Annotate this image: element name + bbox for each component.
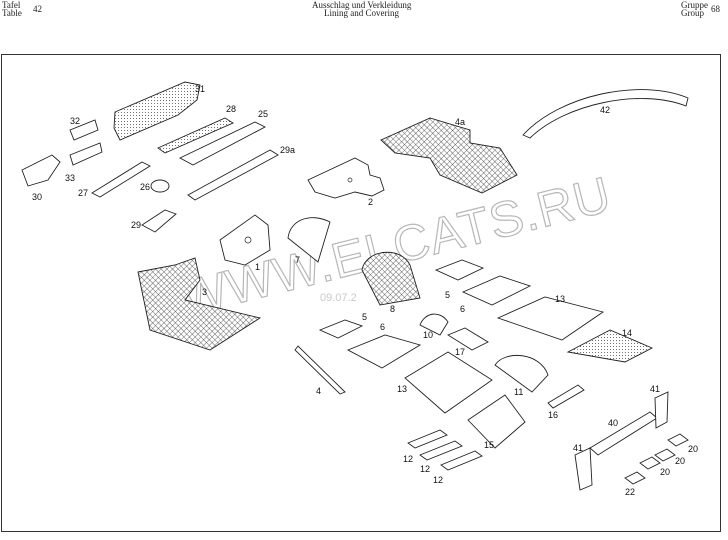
part-20-pad-a (667, 433, 689, 447)
part-13-mat-lower (404, 351, 493, 414)
part-15-mat (467, 394, 526, 449)
part-4a-floor-mat (380, 117, 518, 194)
callout-4a: 4a (455, 117, 465, 127)
part-25-strip (179, 121, 266, 166)
callout-1: 1 (255, 262, 260, 272)
callout-33: 33 (65, 173, 75, 183)
part-14-mat (566, 329, 654, 363)
part-4-strip (294, 345, 346, 395)
part-26-clip (150, 179, 170, 193)
callout-20-b: 20 (675, 456, 685, 466)
callout-30: 30 (32, 192, 42, 202)
callout-16: 16 (548, 410, 558, 420)
callout-28: 28 (226, 104, 236, 114)
part-31-panel (113, 81, 201, 141)
callout-32: 32 (70, 116, 80, 126)
callout-5-lower: 5 (362, 312, 367, 322)
part-3-floor-mat (137, 257, 262, 351)
title-german: Ausschlag und Verkleidung (312, 0, 412, 10)
part-12-pad-b (419, 440, 463, 461)
callout-8: 8 (390, 304, 395, 314)
callout-42: 42 (600, 105, 610, 115)
callout-41-left: 41 (573, 443, 583, 453)
part-2-panel (307, 157, 385, 199)
diagram-frame (1, 54, 721, 532)
part-11-cover (494, 354, 549, 393)
group-label-en: Group (681, 8, 704, 18)
part-10-cover (419, 313, 449, 336)
callout-6-lower: 6 (380, 322, 385, 332)
callout-26: 26 (140, 182, 150, 192)
table-label-en: Table (2, 8, 22, 18)
callout-41-right: 41 (650, 384, 660, 394)
part-6-mat-upper (461, 275, 532, 306)
part-20-pad-b (654, 448, 676, 462)
part-28-strip (157, 117, 234, 154)
callout-25: 25 (258, 109, 268, 119)
callout-20-a: 20 (688, 444, 698, 454)
callout-3: 3 (202, 287, 207, 297)
table-number: 42 (33, 4, 42, 14)
callout-7: 7 (295, 255, 300, 265)
title-english: Lining and Covering (324, 8, 399, 18)
callout-10: 10 (423, 330, 433, 340)
part-13-mat-upper (496, 296, 605, 341)
part-27-strip (91, 161, 151, 198)
callout-15: 15 (484, 440, 494, 450)
callout-12-c: 12 (433, 475, 443, 485)
part-33-trim (69, 142, 103, 166)
callout-5-upper: 5 (445, 290, 450, 300)
callout-4: 4 (316, 386, 321, 396)
part-42-roof-bow (522, 89, 689, 139)
watermark-date: 09.07.2 (320, 292, 357, 304)
part-5-mat-lower (318, 319, 364, 339)
part-5-mat-upper (434, 259, 485, 281)
part-41-bracket-left (574, 447, 593, 491)
callout-2: 2 (368, 197, 373, 207)
table-label-de: Tafel (2, 0, 21, 10)
part-12-pad-c (440, 450, 483, 471)
callout-11: 11 (514, 387, 523, 397)
part-29a-strip (187, 149, 279, 201)
callout-20-c: 20 (660, 467, 670, 477)
part-16-strip (547, 384, 585, 409)
part-22-pad (624, 471, 646, 485)
part-29-trim (141, 209, 177, 233)
callout-13-lower: 13 (397, 384, 407, 394)
part-7-cover (287, 217, 331, 263)
part-6-mat-lower (346, 334, 422, 369)
callout-27: 27 (78, 188, 88, 198)
callout-14: 14 (622, 328, 632, 338)
part-12-pad-a (407, 429, 448, 449)
part-8-tunnel-cover (361, 251, 421, 306)
part-30-trim (21, 154, 61, 187)
callout-12-b: 12 (420, 464, 430, 474)
group-number: 68 (711, 4, 720, 14)
part-32-trim (69, 119, 99, 141)
callout-13-upper: 13 (555, 294, 565, 304)
callout-22: 22 (625, 487, 635, 497)
part-41-bracket-right (654, 391, 669, 429)
callout-17: 17 (455, 347, 465, 357)
part-20-pad-c (639, 456, 661, 470)
part-17-strip (447, 327, 489, 351)
callout-29: 29 (131, 220, 141, 230)
group-label-de: Gruppe (681, 0, 708, 10)
callout-29a: 29a (280, 145, 295, 155)
callout-6-upper: 6 (460, 304, 465, 314)
part-40-strip (589, 411, 658, 456)
callout-40: 40 (608, 418, 618, 428)
callout-31: 31 (195, 84, 205, 94)
callout-12-a: 12 (403, 454, 413, 464)
